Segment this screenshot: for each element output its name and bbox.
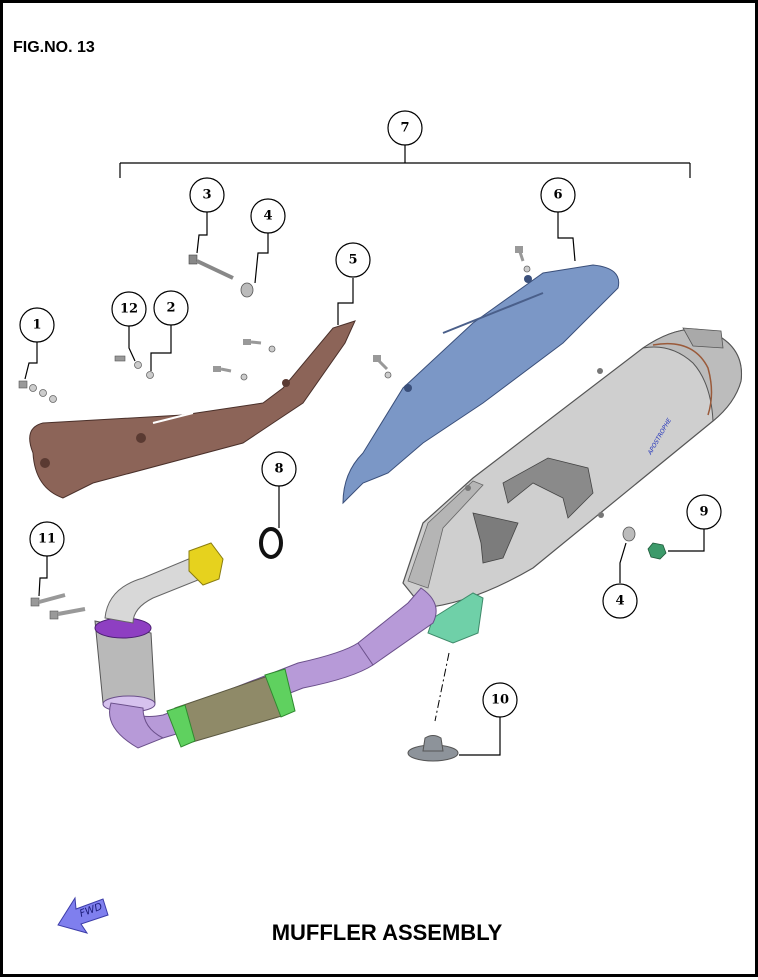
svg-text:3: 3 — [202, 188, 211, 203]
bolt-icon — [114, 355, 154, 379]
exploded-diagram: APOSTROPHE — [18, 110, 743, 934]
callout-10: 10 — [482, 682, 518, 718]
callout-6: 6 — [540, 177, 576, 213]
svg-text:4: 4 — [263, 209, 272, 224]
flex-bellows — [166, 668, 296, 748]
svg-text:2: 2 — [166, 301, 175, 316]
svg-text:10: 10 — [491, 693, 509, 708]
assembly-bracket-7 — [119, 143, 691, 178]
callout-4-second: 4 — [602, 583, 638, 619]
svg-text:11: 11 — [38, 532, 56, 547]
heat-shield-upper — [342, 264, 620, 505]
callout-5: 5 — [335, 242, 371, 278]
washer-icon — [622, 526, 636, 542]
washer-icon — [240, 282, 254, 298]
leader-lines — [24, 212, 705, 756]
callout-8: 8 — [261, 451, 297, 487]
front-bend-pipe — [104, 542, 224, 624]
callout-3: 3 — [189, 177, 225, 213]
svg-text:9: 9 — [699, 505, 708, 520]
callout-4: 4 — [250, 198, 286, 234]
svg-text:6: 6 — [553, 188, 562, 203]
bolt-icon — [188, 254, 234, 280]
heat-shield-lower — [29, 320, 356, 499]
bolt-icon — [30, 593, 86, 620]
callout-11: 11 — [29, 521, 65, 557]
svg-text:1: 1 — [32, 318, 41, 333]
svg-text:12: 12 — [120, 302, 138, 317]
callout-7: 7 — [387, 110, 423, 146]
figure-number: FIG.NO. 13 — [13, 39, 95, 56]
callout-1: 1 — [19, 307, 55, 343]
rubber-damper-icon — [407, 652, 459, 762]
bolt-icon — [18, 380, 57, 403]
fwd-arrow-icon: FWD — [57, 896, 109, 934]
bolt-icon — [213, 246, 531, 381]
svg-text:4: 4 — [615, 594, 624, 609]
svg-text:8: 8 — [274, 462, 283, 477]
svg-text:5: 5 — [348, 253, 357, 268]
nut-icon — [647, 542, 667, 560]
svg-text:7: 7 — [400, 121, 409, 136]
gasket-icon — [259, 527, 283, 559]
figure-title: MUFFLER ASSEMBLY — [271, 920, 503, 945]
muffler-mount-bracket — [427, 592, 484, 644]
callout-12: 12 — [111, 291, 147, 327]
muffler-body: APOSTROPHE — [402, 327, 743, 609]
catalyst-canister — [94, 617, 165, 749]
callout-2: 2 — [153, 290, 189, 326]
callout-9: 9 — [686, 494, 722, 530]
